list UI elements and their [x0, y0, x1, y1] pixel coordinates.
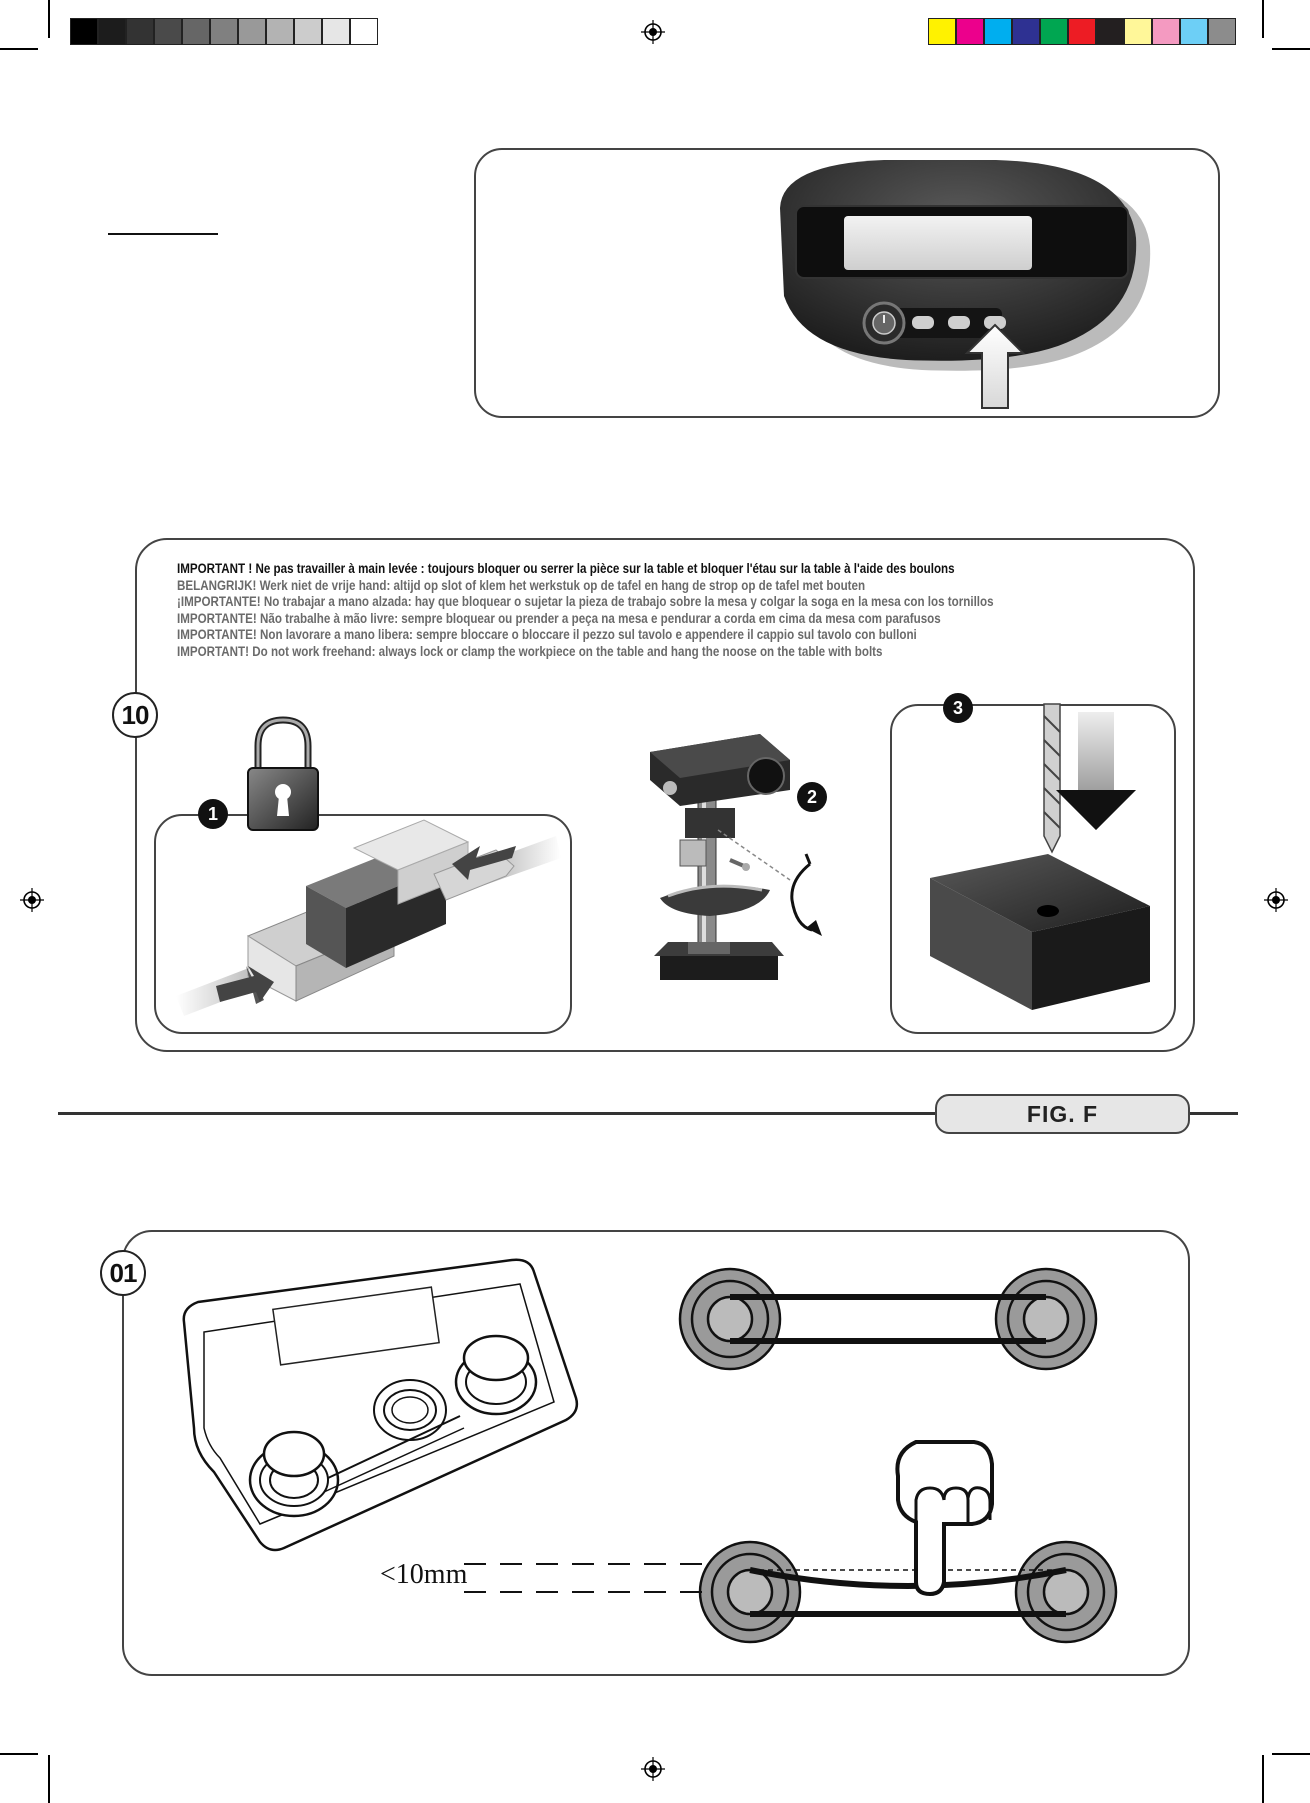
arrow-left-icon: [452, 846, 516, 880]
step-badge-1: 1: [198, 799, 228, 829]
color-swatch: [956, 18, 984, 45]
warning-en: IMPORTANT! Do not work freehand: always …: [177, 643, 883, 659]
color-swatch: [1040, 18, 1068, 45]
instruction-panel-01: [122, 1230, 1190, 1676]
drilling-illustration: [930, 703, 1150, 1010]
warning-fr: IMPORTANT ! Ne pas travailler à main lev…: [177, 561, 955, 576]
color-swatch: [294, 18, 322, 45]
registration-mark-icon: [20, 888, 44, 912]
color-swatch: [1068, 18, 1096, 45]
color-swatch: [1096, 18, 1124, 45]
color-swatch: [238, 18, 266, 45]
color-swatch: [70, 18, 98, 45]
measurement-label: <10mm: [380, 1559, 468, 1590]
process-color-bar: [928, 18, 1236, 45]
color-swatch: [266, 18, 294, 45]
registration-mark-icon: [641, 20, 665, 44]
warning-es: ¡IMPORTANTE! No trabajar a mano alzada: …: [177, 594, 994, 609]
registration-mark-icon: [1264, 888, 1288, 912]
section-divider: [58, 1112, 1238, 1115]
color-swatch: [350, 18, 378, 45]
color-swatch: [98, 18, 126, 45]
registration-mark-icon: [641, 1757, 665, 1781]
warning-nl: BELANGRIJK! Werk niet de vrije hand: alt…: [177, 577, 866, 593]
crop-mark: [1262, 1755, 1264, 1803]
crop-mark: [0, 1753, 38, 1755]
safety-warnings: IMPORTANT ! Ne pas travailler à main lev…: [177, 561, 1117, 660]
color-swatch: [322, 18, 350, 45]
color-swatch: [1152, 18, 1180, 45]
belt-diagram-tension-check: [698, 1540, 1118, 1644]
warning-it: IMPORTANTE! Non lavorare a mano libera: …: [177, 627, 917, 642]
color-swatch: [928, 18, 956, 45]
lock-icon: [247, 716, 319, 831]
pointing-hand-icon: [895, 1440, 994, 1597]
control-console-illustration: [780, 160, 1151, 409]
drill-bit-icon: [1043, 703, 1061, 854]
figure-label: FIG. F: [935, 1094, 1190, 1134]
crop-mark: [48, 1755, 50, 1803]
color-swatch: [210, 18, 238, 45]
drill-press-illustration: [650, 734, 822, 980]
color-swatch: [154, 18, 182, 45]
drilling-subpanel: [890, 703, 1176, 1034]
step-number-01: 01: [100, 1250, 146, 1296]
heading-underline: [108, 233, 218, 235]
warning-pt: IMPORTANTE! Não trabalhe à mão livre: se…: [177, 610, 941, 626]
color-swatch: [182, 18, 210, 45]
crop-mark: [1272, 1753, 1310, 1755]
pulley-housing-illustration: [182, 1258, 579, 1552]
color-swatch: [984, 18, 1012, 45]
step-badge-3: 3: [943, 693, 973, 723]
color-swatch: [1208, 18, 1236, 45]
rotate-arrow-icon: [790, 853, 822, 936]
step-number-10: 10: [112, 692, 158, 738]
crop-mark: [1262, 0, 1264, 38]
color-swatch: [1012, 18, 1040, 45]
vise-subpanel: [154, 814, 572, 1034]
color-swatch: [1180, 18, 1208, 45]
arrow-right-icon: [216, 966, 274, 1002]
control-panel-figure: [474, 148, 1220, 418]
arrow-down-icon: [1056, 712, 1136, 830]
crop-mark: [0, 48, 38, 50]
arrow-up-icon: [964, 323, 1026, 409]
belt-tension-illustration: [182, 1258, 1118, 1644]
belt-diagram-loose: [678, 1267, 1098, 1371]
crop-mark: [1272, 48, 1310, 50]
grayscale-color-bar: [70, 18, 378, 45]
color-swatch: [126, 18, 154, 45]
crop-mark: [48, 0, 50, 38]
vise-illustration: [176, 819, 561, 1016]
step-badge-2: 2: [797, 782, 827, 812]
color-swatch: [1124, 18, 1152, 45]
